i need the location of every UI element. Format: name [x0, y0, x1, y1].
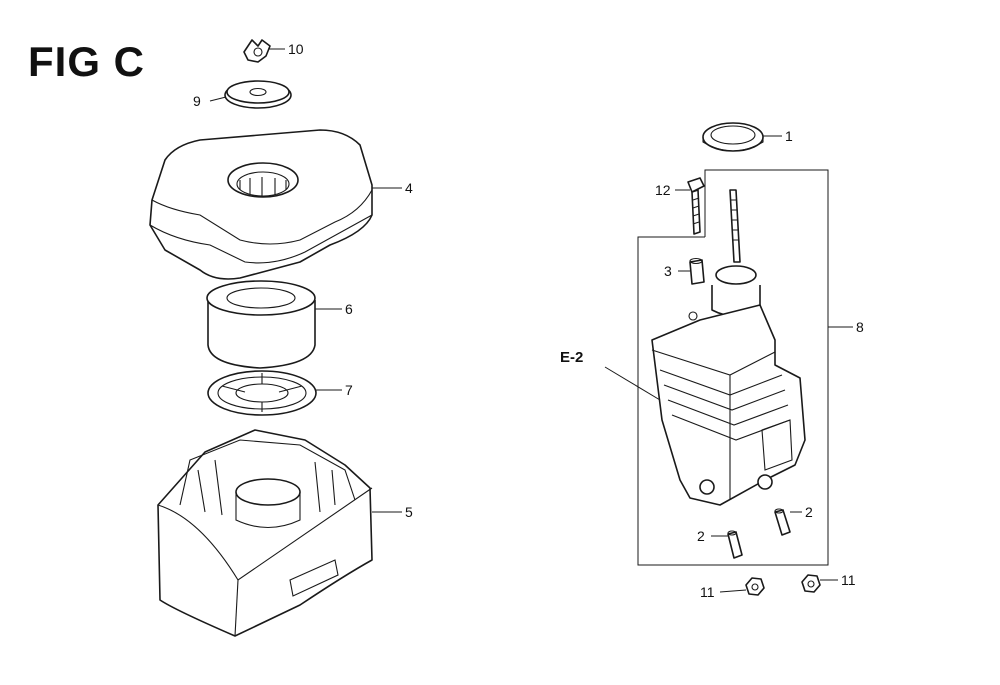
assembly-bracket-part-8 — [637, 169, 829, 566]
air-cleaner-cover-part-4 — [149, 129, 373, 280]
callout-3: 3 — [664, 263, 672, 279]
callout-11-left: 11 — [700, 584, 715, 600]
stud-part-2-right — [774, 508, 791, 536]
bolt-part-12 — [687, 177, 705, 235]
elbow-body-part-8 — [651, 189, 806, 506]
nut-part-11-left — [745, 577, 765, 596]
collar-part-3 — [689, 257, 705, 285]
callout-11-right: 11 — [841, 572, 856, 588]
callout-4: 4 — [405, 180, 413, 196]
air-cleaner-case-part-5 — [157, 429, 373, 637]
callout-7: 7 — [345, 382, 353, 398]
grid-plate-part-7 — [207, 370, 317, 416]
seal-ring-part-1 — [702, 122, 764, 152]
callout-2-right: 2 — [805, 504, 813, 520]
callout-5: 5 — [405, 504, 413, 520]
callout-8: 8 — [856, 319, 864, 335]
callout-1: 1 — [785, 128, 793, 144]
wing-nut-part-10 — [243, 39, 271, 63]
nut-part-11-right — [801, 574, 821, 593]
leader-lines — [209, 48, 853, 593]
callout-2-left: 2 — [697, 528, 705, 544]
callout-6: 6 — [345, 301, 353, 317]
callout-10: 10 — [288, 41, 304, 57]
figure-title: FIG C — [28, 38, 145, 85]
reference-e2: E-2 — [560, 349, 583, 366]
seal-washer-part-9 — [224, 80, 292, 109]
filter-element-part-6 — [206, 280, 316, 369]
callout-9: 9 — [193, 93, 201, 109]
callout-12: 12 — [655, 182, 671, 198]
stud-part-2-left — [727, 530, 743, 559]
